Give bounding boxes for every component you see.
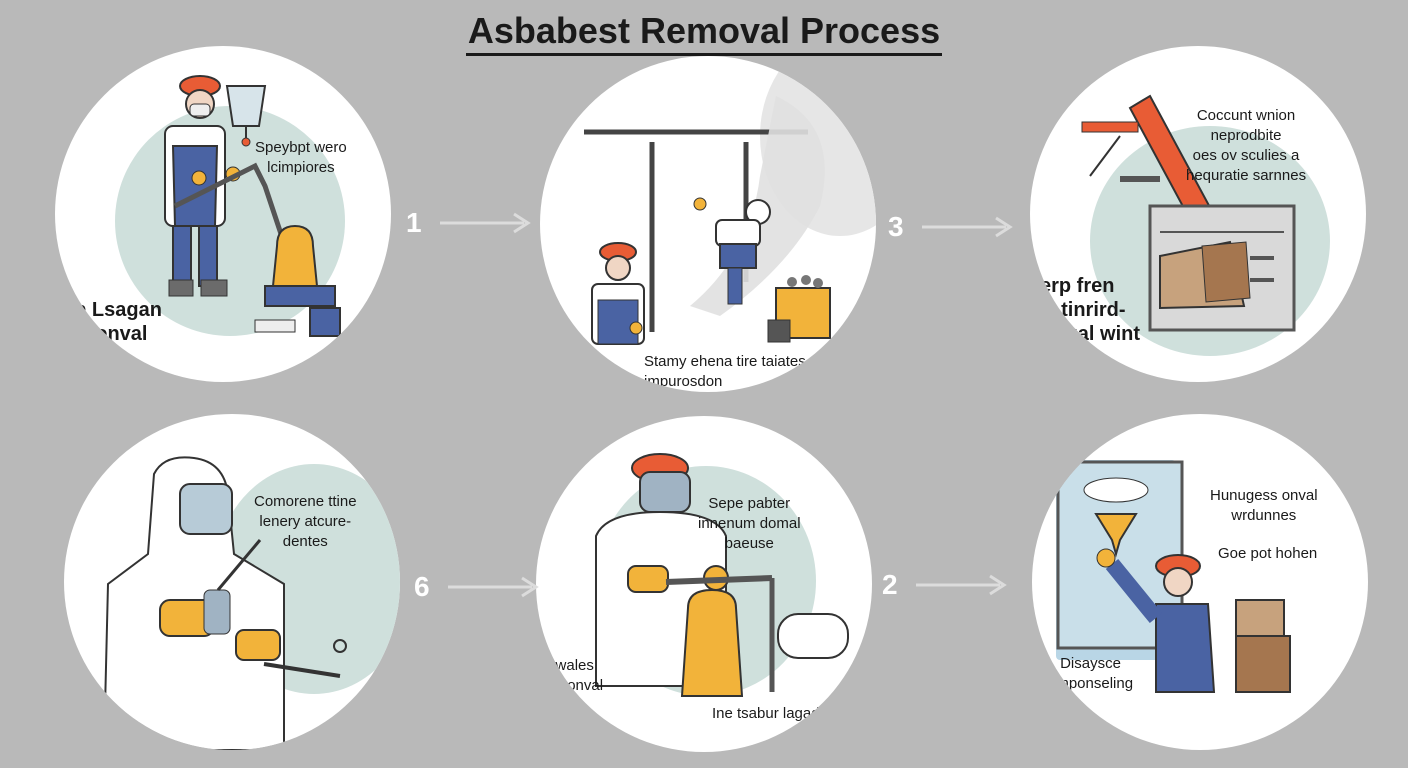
containment-cabinet-illustration <box>1081 94 1296 332</box>
panel-step-label: Step Lsaganiine ponvalcroceess <box>55 299 162 369</box>
panel-lower-label: Uldle walesanoure gonvalpnocess <box>536 657 604 714</box>
step-number: 3 <box>888 211 904 242</box>
worker-on-scaffold-illustration <box>584 96 831 345</box>
panel-tag-label: Ine tsabur lagad <box>712 705 820 722</box>
step-number: 6 <box>414 571 430 602</box>
step-connector: 1 <box>406 207 536 238</box>
step-number: 2 <box>882 569 898 600</box>
step-connector: 6 <box>414 571 544 602</box>
arrow-right-icon <box>922 216 1013 238</box>
panel-callout-secondary: Goe pot hohen <box>1218 545 1318 562</box>
worker-sealing-panel-illustration <box>1056 460 1291 693</box>
step-number: 1 <box>406 207 422 238</box>
worker-in-hazmat-suit-illustration <box>102 456 347 750</box>
worker-spraying-illustration <box>164 75 341 337</box>
page-title: Asbabest Removal Process <box>0 10 1408 56</box>
arrow-right-icon <box>440 212 531 234</box>
arrow-right-icon <box>448 576 539 598</box>
arrow-right-icon <box>916 574 1007 596</box>
step-connector: 2 <box>882 569 1012 600</box>
step-connector: 3 <box>888 211 1018 242</box>
worker-with-tank-illustration <box>595 453 849 697</box>
